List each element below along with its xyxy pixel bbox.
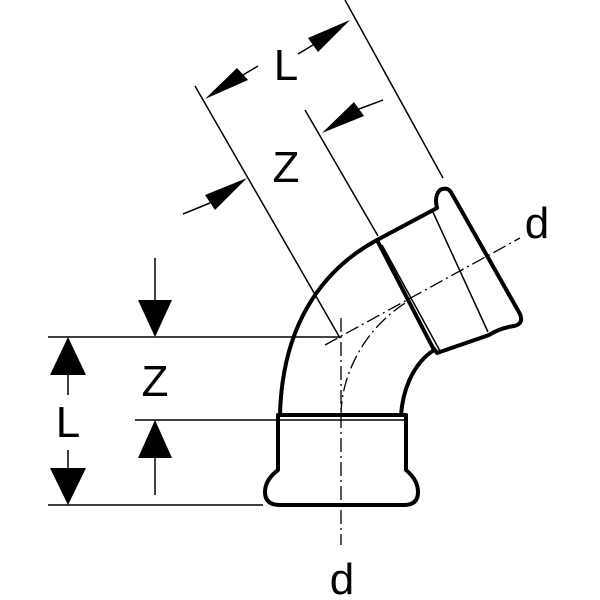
arrow-up-right-icon <box>205 178 247 210</box>
arrow-up-icon <box>138 420 172 458</box>
top-dimensions <box>182 0 444 339</box>
left-z-label: Z <box>142 357 169 406</box>
arrow-down-left-icon <box>322 102 364 133</box>
left-length-label: L <box>56 398 80 447</box>
elbow-inner-curve <box>399 348 436 416</box>
elbow-outer-curve <box>278 238 378 416</box>
arrow-down-left-icon <box>205 68 248 99</box>
extension-line-left <box>194 85 341 339</box>
top-length-label: L <box>274 41 298 90</box>
angled-socket <box>375 186 524 355</box>
arrow-down-icon <box>138 300 172 337</box>
arrow-up-right-icon <box>308 20 350 52</box>
bottom-diameter-label: d <box>330 555 354 600</box>
arrow-down-icon <box>50 468 86 505</box>
extension-line-mid <box>304 109 379 237</box>
top-z-label: Z <box>273 143 300 192</box>
elbow-fitting <box>263 186 524 507</box>
bottom-socket <box>263 413 420 507</box>
extension-line-right <box>344 0 444 179</box>
top-diameter-label: d <box>525 199 549 248</box>
arrow-up-icon <box>50 337 86 375</box>
angled-centerline <box>324 237 521 346</box>
left-dimensions <box>48 258 340 506</box>
elbow-centerline-arc <box>340 299 411 416</box>
